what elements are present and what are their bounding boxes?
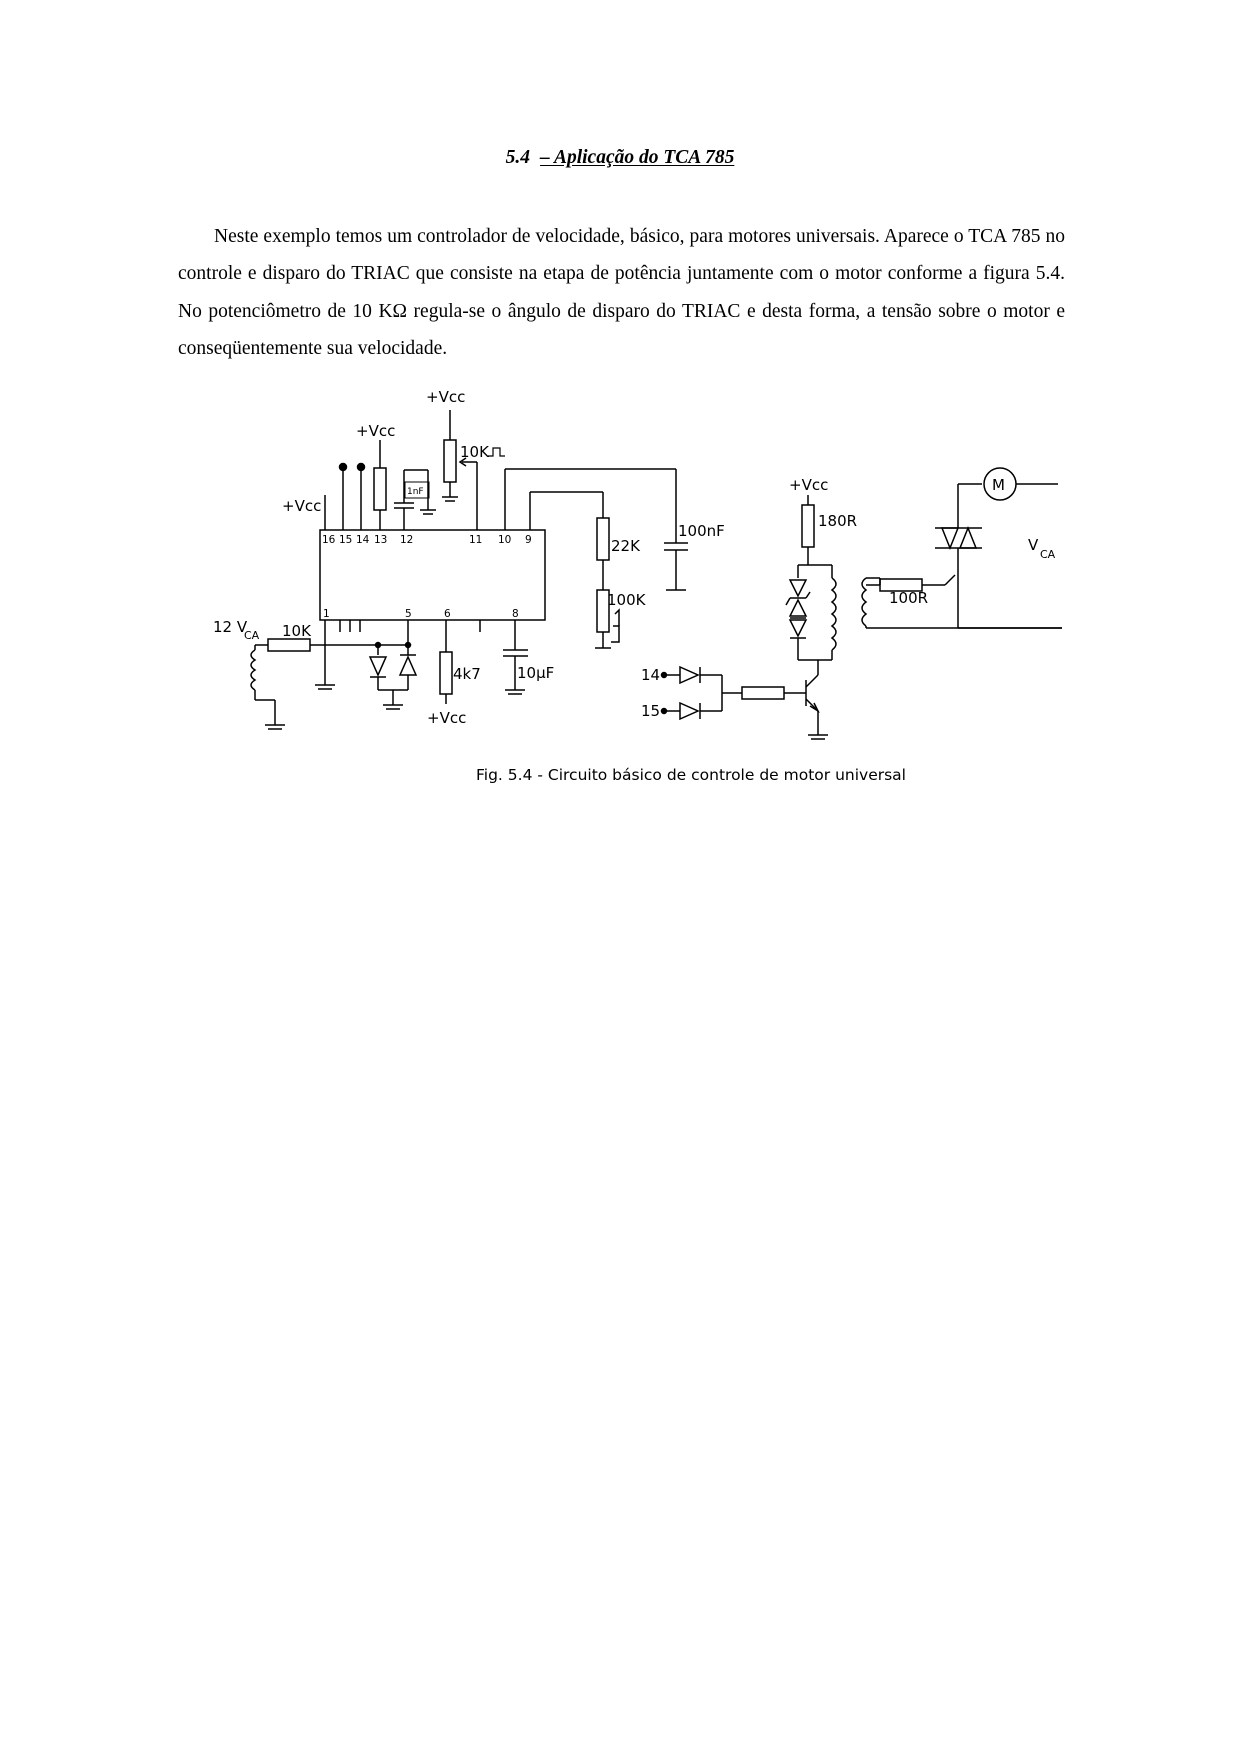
pin-15-label: 15	[339, 534, 352, 546]
pulse-transformer-primary	[785, 495, 837, 675]
pin-16-label: 16	[322, 534, 336, 546]
pin-6-label: 6	[444, 608, 451, 620]
cap-10uf-label: 10μF	[517, 664, 554, 682]
r-100r-label: 100R	[889, 589, 928, 607]
pin-8-label: 8	[512, 608, 519, 620]
pot-100k-label: 100K	[607, 591, 647, 609]
node-15-label: 15	[641, 702, 660, 720]
pin-12-label: 12	[400, 534, 413, 546]
section-number: 5.4	[505, 147, 531, 168]
vcc-label-pin13: +Vcc	[356, 422, 395, 440]
vcc-label-pin16: +Vcc	[282, 497, 321, 515]
transistor	[805, 674, 828, 740]
r22k-pot100k	[529, 491, 620, 649]
section-heading: 5.4 – Aplicação do TCA 785	[0, 147, 1240, 169]
cap-1nf-label: 1nF	[407, 487, 424, 497]
input-network	[250, 620, 408, 730]
pin-9-label: 9	[525, 534, 532, 546]
output-diodes	[660, 665, 806, 721]
r-10k-input-label: 10K	[282, 622, 312, 640]
cap-100nf-label: 100nF	[678, 522, 725, 540]
pin6-4k7	[439, 620, 453, 704]
vca-main-label: V	[1028, 536, 1039, 554]
vcc-label-pot: +Vcc	[426, 388, 465, 406]
pin-1-label: 1	[323, 608, 330, 620]
vcc-label-pin6: +Vcc	[427, 709, 466, 727]
cap-10uf	[479, 620, 528, 695]
figure-caption: Fig. 5.4 - Circuito básico de controle d…	[476, 766, 906, 784]
pin-13-label: 13	[374, 534, 387, 546]
pin13-resistor	[373, 440, 387, 530]
cap-1nf	[394, 469, 436, 530]
vcc-label-180r: +Vcc	[789, 476, 828, 494]
node-14-label: 14	[641, 666, 660, 684]
section-title: – Aplicação do TCA 785	[540, 147, 735, 168]
pin5-diodes	[368, 620, 418, 710]
pin-5-label: 5	[405, 608, 412, 620]
pin-11-label: 11	[469, 534, 482, 546]
motor-label: M	[992, 476, 1005, 494]
body-paragraph: Neste exemplo temos um controlador de ve…	[178, 226, 1065, 359]
r-180r-label: 180R	[818, 512, 857, 530]
pot-10k	[442, 410, 505, 530]
triac-motor	[935, 467, 1062, 629]
r-22k-label: 22K	[611, 537, 641, 555]
pin-10-label: 10	[498, 534, 511, 546]
vca-main-sub: CA	[1040, 548, 1056, 561]
input-vca-prefix: 12 V	[213, 618, 248, 636]
pin-14-label: 14	[356, 534, 370, 546]
pulse-transformer-secondary	[861, 574, 1062, 629]
cap-100nf	[504, 468, 688, 591]
pot-10k-label: 10K	[460, 443, 490, 461]
ic-body	[319, 529, 546, 621]
pin15-14-terminals	[338, 462, 366, 530]
r-4k7-label: 4k7	[453, 665, 481, 683]
input-vca-sub: CA	[244, 629, 260, 642]
